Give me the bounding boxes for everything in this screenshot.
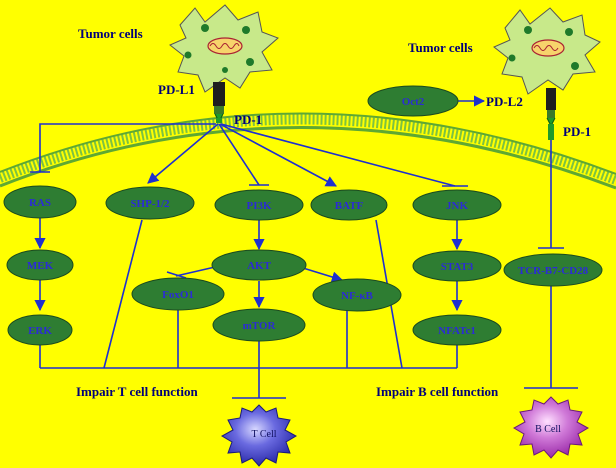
label-shp: SHP-1/2	[130, 198, 170, 210]
t-cell: T Cell	[220, 404, 298, 467]
label-b-cell: B Cell	[535, 424, 561, 435]
label-pd1-left: PD-1	[234, 112, 262, 127]
label-impair-b: Impair B cell function	[376, 384, 499, 399]
node-shp	[105, 186, 195, 220]
label-pi3k: PI3K	[246, 200, 272, 212]
label-pdl2: PD-L2	[486, 94, 523, 109]
label-tcr: TCR-B7-CD28	[518, 265, 589, 277]
node-tcr	[503, 253, 603, 287]
pathway-lines	[30, 95, 578, 399]
node-nfatc1	[412, 314, 502, 346]
edge-pd1-pi3k	[218, 123, 260, 186]
label-stat3: STAT3	[441, 261, 474, 273]
node-mtor	[212, 308, 306, 342]
node-nfkb	[312, 278, 402, 312]
label-ras: RAS	[29, 197, 51, 209]
node-pi3k	[214, 189, 304, 221]
label-foxo1: FoxO1	[162, 289, 194, 301]
tumor-cell-right	[493, 7, 601, 95]
label-t-cell: T Cell	[251, 429, 276, 440]
label-batf: BATF	[335, 200, 364, 212]
edge-shp-bar	[103, 219, 143, 369]
label-pd1-right: PD-1	[563, 124, 591, 139]
node-labels: Oct2 RAS SHP-1/2 PI3K BATF JNK MEK AKT S…	[27, 96, 589, 337]
node-mek	[6, 249, 74, 281]
label-impair-t: Impair T cell function	[76, 384, 198, 399]
label-oct2: Oct2	[402, 96, 425, 108]
annotation-labels: Tumor cells Tumor cells PD-L1 PD-1 PD-L2…	[76, 26, 591, 399]
inhibit-foxo1	[166, 271, 187, 279]
edge-pd1-ras	[39, 123, 216, 172]
node-foxo1	[131, 277, 225, 311]
label-akt: AKT	[247, 260, 272, 272]
label-tumor-left: Tumor cells	[78, 26, 143, 41]
edge-pd1-jnk	[220, 123, 456, 187]
b-cell: B Cell	[512, 396, 590, 459]
node-oct2	[367, 85, 459, 117]
node-stat3	[412, 250, 502, 282]
label-nfkb: NF-κB	[341, 290, 373, 302]
node-jnk	[412, 189, 502, 221]
label-mtor: mTOR	[243, 320, 277, 332]
node-ras	[3, 185, 77, 219]
label-jnk: JNK	[446, 200, 468, 212]
pdl2-pd1-receptor	[546, 88, 556, 140]
label-mek: MEK	[27, 260, 54, 272]
edge-pd1-shp	[147, 123, 219, 184]
node-erk	[7, 314, 73, 346]
tumor-cell-left	[169, 4, 279, 93]
node-shapes	[3, 85, 603, 346]
pdl1-pd1-receptor	[213, 82, 225, 124]
label-erk: ERK	[28, 325, 52, 337]
edge-pd1-batf	[219, 123, 337, 187]
cell-membrane	[0, 112, 616, 190]
label-tumor-right: Tumor cells	[408, 40, 473, 55]
label-pdl1: PD-L1	[158, 82, 195, 97]
node-batf	[310, 189, 388, 221]
label-nfatc1: NFATc1	[438, 325, 476, 337]
node-akt	[211, 249, 307, 281]
